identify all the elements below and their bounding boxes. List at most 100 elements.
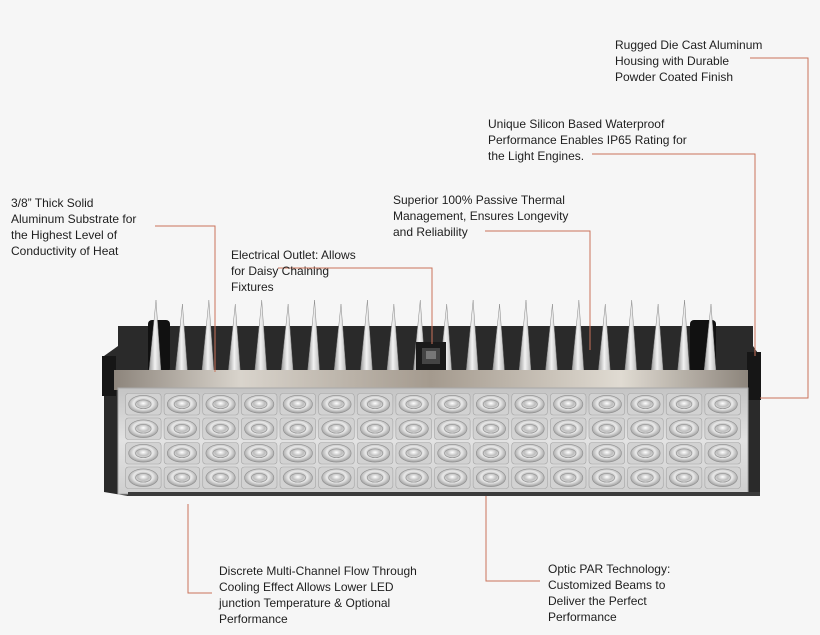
led-lens-ring: [251, 423, 268, 434]
led-lens-ring: [714, 448, 731, 459]
led-lens-ring: [444, 423, 461, 434]
led-lens-ring: [444, 448, 461, 459]
led-lens: [707, 468, 738, 487]
led-lens-ring: [714, 472, 731, 483]
led-lens-ring: [444, 399, 461, 410]
callout-housing-line-1: Rugged Die Cast Aluminum: [615, 38, 763, 52]
housing-left-flange: [102, 356, 116, 396]
led-lens: [166, 419, 197, 438]
led-lens: [321, 419, 352, 438]
led-lens-ring: [598, 423, 615, 434]
led-lens-ring: [637, 472, 654, 483]
led-lens: [205, 419, 236, 438]
led-lens: [707, 395, 738, 414]
led-lens-ring: [328, 423, 345, 434]
leader-flow: [187, 504, 212, 594]
callout-waterproof-line-3: the Light Engines.: [488, 149, 585, 163]
callout-optic-line-1: Optic PAR Technology:: [548, 562, 671, 576]
led-lens: [282, 419, 313, 438]
led-lens-ring: [560, 448, 577, 459]
callout-outlet-line-3: Fixtures: [231, 280, 274, 294]
led-lens: [591, 468, 622, 487]
led-lens: [244, 444, 275, 463]
housing-bottom-edge: [128, 492, 760, 496]
led-lens-ring: [675, 399, 693, 410]
led-lens: [205, 395, 236, 414]
led-lens-ring: [135, 448, 152, 459]
led-lens-ring: [251, 448, 268, 459]
callout-thermal-line-1: Superior 100% Passive Thermal: [393, 193, 565, 207]
led-lens-ring: [482, 423, 500, 434]
led-lens: [437, 444, 468, 463]
led-lens-ring: [135, 472, 152, 483]
callout-flow: Discrete Multi-Channel Flow Through Cool…: [219, 563, 417, 627]
led-lens-ring: [366, 472, 384, 483]
led-lens-ring: [212, 423, 229, 434]
led-lens: [205, 468, 236, 487]
led-lens: [475, 419, 506, 438]
led-lens-ring: [289, 448, 306, 459]
housing-right-flange: [747, 352, 761, 400]
led-lens: [360, 395, 391, 414]
led-lens-ring: [173, 399, 191, 410]
led-lens: [553, 468, 584, 487]
led-lens: [669, 468, 700, 487]
led-lens: [166, 468, 197, 487]
led-lens-ring: [405, 472, 422, 483]
callout-flow-line-2: Cooling Effect Allows Lower LED: [219, 580, 394, 594]
led-lens: [553, 444, 584, 463]
led-lens-ring: [366, 399, 384, 410]
led-lens-ring: [714, 423, 731, 434]
led-lens-ring: [482, 448, 500, 459]
callout-waterproof: Unique Silicon Based Waterproof Performa…: [488, 116, 687, 164]
led-lens: [128, 395, 159, 414]
led-lens: [591, 444, 622, 463]
led-lens-ring: [560, 423, 577, 434]
led-lens-ring: [289, 423, 306, 434]
led-lens: [398, 444, 429, 463]
led-lens: [630, 444, 661, 463]
led-lens: [437, 395, 468, 414]
led-lens-ring: [135, 399, 152, 410]
led-lens: [475, 395, 506, 414]
led-lens: [321, 444, 352, 463]
leader-outlet: [278, 267, 433, 344]
callout-substrate-line-3: the Highest Level of: [11, 228, 118, 242]
led-lens: [553, 419, 584, 438]
led-lens: [244, 419, 275, 438]
led-lens: [707, 419, 738, 438]
led-lens: [475, 468, 506, 487]
led-lens-ring: [714, 399, 731, 410]
callout-waterproof-line-2: Performance Enables IP65 Rating for: [488, 133, 687, 147]
led-lens: [282, 444, 313, 463]
led-lens: [321, 468, 352, 487]
led-lens-ring: [637, 399, 654, 410]
callout-housing-line-2: Housing with Durable: [615, 54, 730, 68]
leader-waterproof: [592, 153, 756, 356]
led-lens: [128, 468, 159, 487]
led-lens-ring: [675, 448, 693, 459]
led-lens: [475, 444, 506, 463]
led-lens-ring: [366, 448, 384, 459]
led-lens: [398, 419, 429, 438]
led-lens: [437, 419, 468, 438]
led-lens-ring: [675, 423, 693, 434]
led-lens-ring: [405, 423, 422, 434]
callout-substrate-line-4: Conductivity of Heat: [11, 244, 119, 258]
led-lens-ring: [521, 448, 538, 459]
callout-thermal-line-2: Management, Ensures Longevity: [393, 209, 569, 223]
led-lens-ring: [598, 448, 615, 459]
led-lens-ring: [482, 472, 500, 483]
led-lens-ring: [212, 448, 229, 459]
led-lens-ring: [173, 423, 191, 434]
callout-flow-line-4: Performance: [219, 612, 288, 626]
callout-optic-line-4: Performance: [548, 610, 617, 624]
led-lens-ring: [521, 423, 538, 434]
led-lens: [630, 468, 661, 487]
led-lens: [707, 444, 738, 463]
callout-flow-line-3: junction Temperature & Optional: [219, 596, 391, 610]
callout-optic: Optic PAR Technology: Customized Beams t…: [548, 561, 670, 625]
callout-waterproof-line-1: Unique Silicon Based Waterproof: [488, 117, 665, 131]
callout-flow-line-1: Discrete Multi-Channel Flow Through: [219, 564, 417, 578]
